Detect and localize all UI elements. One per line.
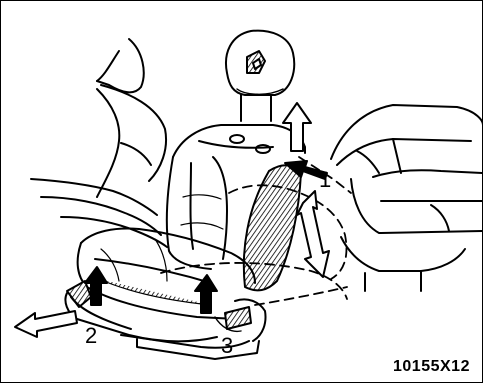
- arrow-2-icon: [15, 311, 77, 337]
- step-label-1: 1: [319, 169, 331, 191]
- step-label-3: 3: [221, 335, 233, 357]
- front-seat-outline: [31, 39, 167, 247]
- arrow-3-icon: [195, 275, 217, 313]
- headrest: [226, 31, 294, 121]
- figure-code: 10155X12: [393, 359, 470, 375]
- tilt-double-arrow-icon: [297, 191, 329, 277]
- up-arrow-headrest-icon: [283, 103, 311, 151]
- rear-bench-seat: [331, 105, 482, 291]
- seat-cushion: [78, 229, 255, 319]
- step-label-2: 2: [85, 325, 97, 347]
